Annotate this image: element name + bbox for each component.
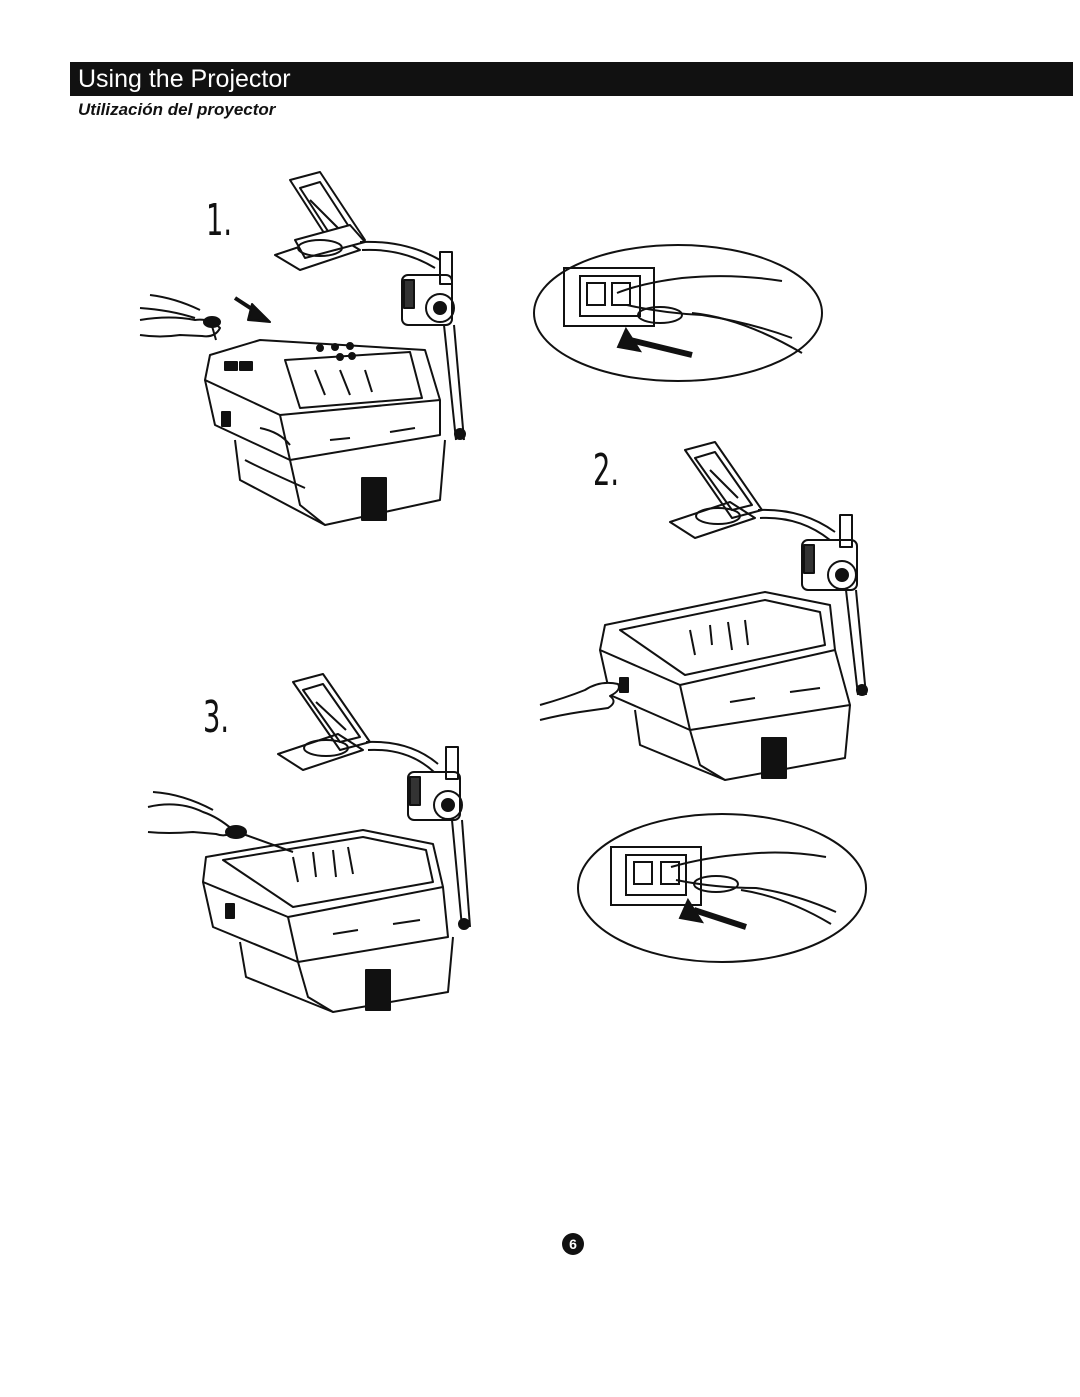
page-number: 6: [562, 1233, 584, 1255]
step-3-projector-illustration: [147, 673, 471, 1013]
step-2-number: 2.: [593, 445, 620, 496]
step-2-outlet-inset: [577, 813, 867, 963]
step-1-projector-illustration: [139, 171, 466, 526]
step-1-number: 1.: [206, 195, 233, 246]
step-1-outlet-inset: [533, 244, 823, 382]
section-title-bar: Using the Projector: [70, 62, 1073, 96]
step-3-number: 3.: [203, 692, 230, 743]
step-2-projector-illustration: [539, 441, 868, 781]
section-subtitle: Utilización del proyector: [78, 100, 276, 119]
section-title: Using the Projector: [78, 65, 291, 93]
